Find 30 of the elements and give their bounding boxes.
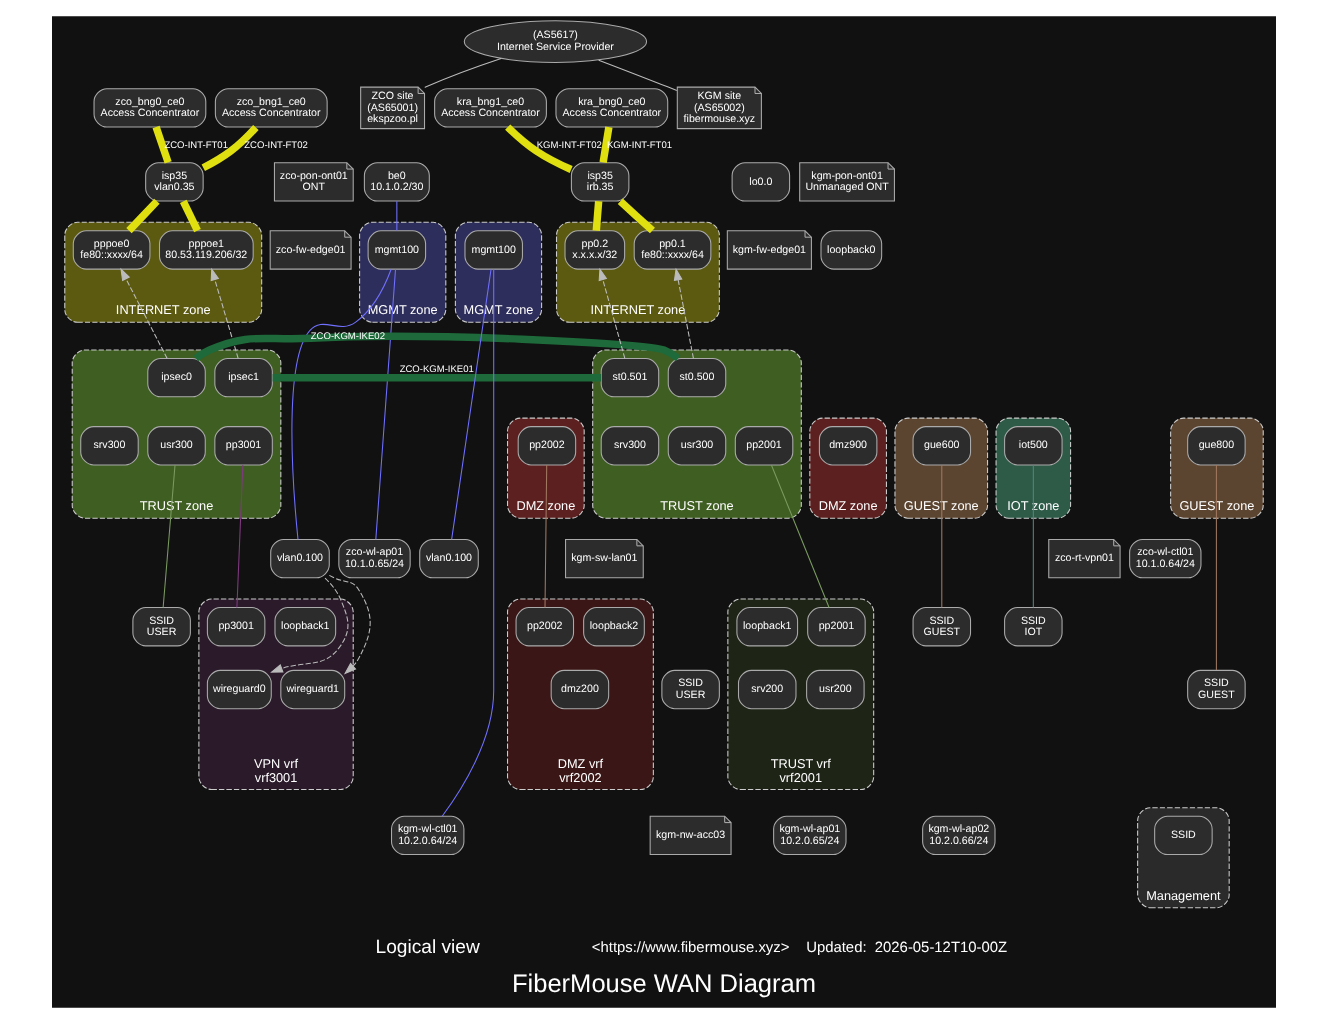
- connector: [179, 199, 201, 233]
- arrow: [270, 577, 349, 673]
- arrow: [673, 267, 694, 359]
- connector: [617, 198, 655, 234]
- connector: [193, 332, 681, 362]
- arrow: [598, 267, 626, 359]
- connector: [592, 200, 603, 231]
- connector: [375, 268, 397, 540]
- connector: [599, 126, 613, 163]
- arrow: [120, 267, 168, 359]
- connector: [291, 268, 392, 540]
- connector: [162, 464, 176, 608]
- connector: [272, 373, 602, 382]
- connector: [152, 125, 172, 164]
- connector: [451, 268, 492, 540]
- connector: [201, 124, 259, 172]
- arrow: [210, 267, 239, 359]
- connector: [544, 464, 548, 608]
- label: Logical view: [375, 936, 480, 959]
- connector: [126, 198, 160, 234]
- connector: [941, 464, 943, 608]
- connector: [396, 200, 398, 232]
- diagram-title: FiberMouse WAN Diagram: [511, 968, 817, 999]
- connector: [236, 464, 244, 608]
- connector: [770, 464, 830, 608]
- connector: [1215, 464, 1217, 671]
- connector: [505, 124, 573, 173]
- connector: [1032, 464, 1034, 608]
- arrow: [328, 574, 371, 675]
- connector: [441, 268, 495, 817]
